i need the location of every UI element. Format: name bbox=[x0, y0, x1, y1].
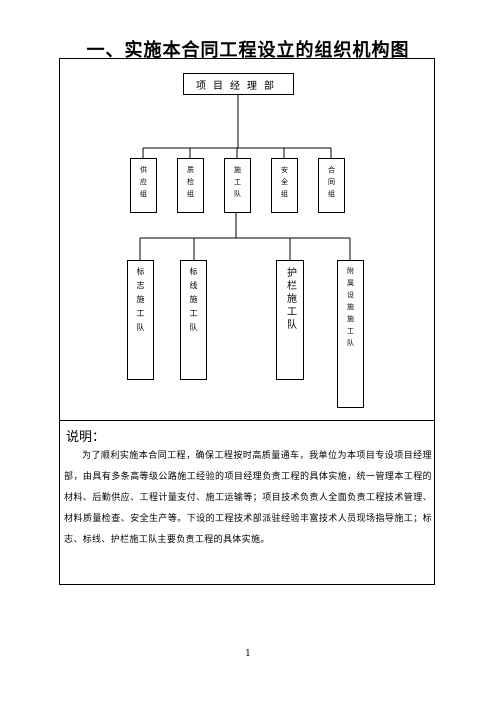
sign-team-box: 标志施工队 bbox=[127, 260, 154, 380]
marking-team-box: 标线施工队 bbox=[180, 260, 207, 380]
construction-team-box: 施工队 bbox=[224, 158, 251, 213]
guardrail-team-label: 护栏施工队 bbox=[284, 267, 296, 332]
page-number: 1 bbox=[245, 649, 251, 659]
sign-team-label: 标志施工队 bbox=[136, 267, 145, 337]
project-manager-dept-box: 项目经理部 bbox=[183, 73, 294, 95]
note-label: 说明： bbox=[66, 430, 106, 445]
contract-group-box: 合同组 bbox=[318, 158, 345, 213]
ancillary-team-box: 附属设施施工队 bbox=[337, 260, 364, 408]
page-title: 一、实施本合同工程设立的组织机构图 bbox=[86, 40, 410, 61]
construction-team-label: 施工队 bbox=[233, 166, 242, 202]
safety-group-box: 安全组 bbox=[271, 158, 298, 213]
contract-group-label: 合同组 bbox=[327, 166, 336, 202]
safety-group-label: 安全组 bbox=[280, 166, 289, 202]
note-paragraph: 为了顺利实施本合同工程，确保工程按时高质量通车，我单位为本项目专设项目经理部，由… bbox=[64, 451, 432, 545]
project-manager-dept-label: 项目经理部 bbox=[196, 80, 281, 92]
quality-group-label: 质检组 bbox=[186, 166, 195, 202]
ancillary-team-label: 附属设施施工队 bbox=[346, 267, 355, 351]
section-divider bbox=[59, 420, 435, 421]
supply-group-box: 供应组 bbox=[130, 158, 157, 213]
quality-group-box: 质检组 bbox=[177, 158, 204, 213]
marking-team-label: 标线施工队 bbox=[189, 267, 198, 337]
content-frame bbox=[59, 58, 435, 585]
guardrail-team-box: 护栏施工队 bbox=[276, 260, 304, 380]
supply-group-label: 供应组 bbox=[139, 166, 148, 202]
